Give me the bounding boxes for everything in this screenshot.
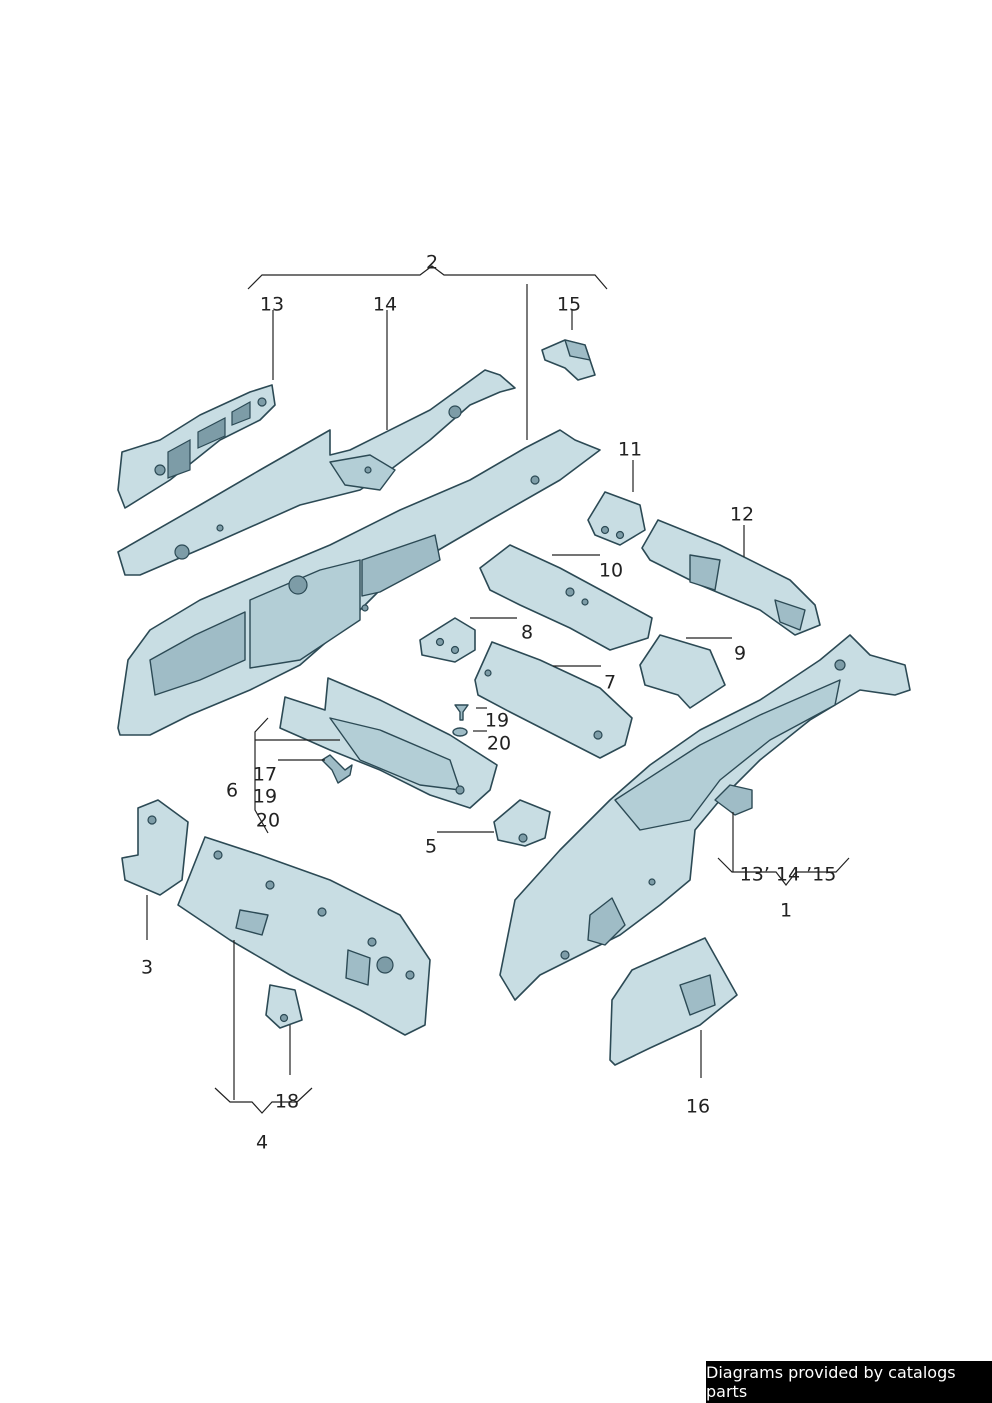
part-15 (541, 339, 596, 381)
callout-1: 1 (779, 899, 793, 922)
callout-17: 17 (252, 763, 278, 786)
callout-1-sub: 13’ 14 ’15 (739, 863, 837, 886)
callout-2: 2 (425, 251, 439, 274)
part-4 (177, 836, 431, 1036)
part-9 (639, 634, 726, 709)
callout-19-sub: 19 (252, 785, 278, 808)
part-18 (265, 984, 303, 1029)
part-11 (587, 491, 646, 546)
callout-8: 8 (520, 621, 534, 644)
callout-12: 12 (729, 503, 755, 526)
bracket-2 (247, 265, 608, 290)
callout-3: 3 (140, 956, 154, 979)
fastener-19-20 (452, 704, 469, 737)
callout-16: 16 (685, 1095, 711, 1118)
part-8 (419, 617, 476, 663)
callout-9: 9 (733, 642, 747, 665)
callout-10: 10 (598, 559, 624, 582)
part-3 (121, 799, 189, 896)
part-16 (609, 937, 738, 1066)
callout-5: 5 (424, 835, 438, 858)
part-5 (493, 799, 551, 847)
part-7 (474, 641, 633, 759)
callout-11: 11 (617, 438, 643, 461)
callout-15: 15 (556, 293, 582, 316)
part-10 (479, 544, 653, 651)
part-13 (117, 384, 276, 509)
callout-20-sub: 20 (255, 809, 281, 832)
callout-6: 6 (225, 779, 239, 802)
callout-13: 13 (259, 293, 285, 316)
callout-19: 19 (484, 709, 510, 732)
callout-4: 4 (255, 1131, 269, 1154)
part-14 (117, 369, 516, 576)
callout-14: 14 (372, 293, 398, 316)
part-12 (641, 519, 821, 636)
callout-20: 20 (486, 732, 512, 755)
watermark-banner: Diagrams provided by catalogs parts (706, 1361, 992, 1403)
part-17 (321, 754, 353, 784)
part-1 (499, 634, 911, 1001)
callout-18: 18 (274, 1090, 300, 1113)
part-6 (279, 677, 498, 809)
part-2 (117, 429, 601, 736)
callout-7: 7 (603, 671, 617, 694)
